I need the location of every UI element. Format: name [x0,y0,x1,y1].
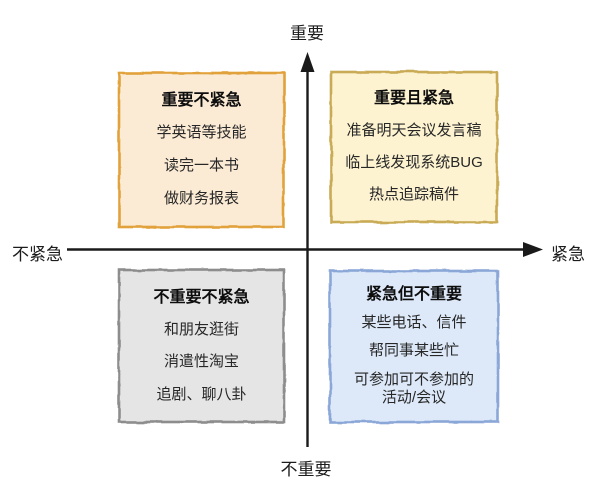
quadrant-item: 和朋友逛街 [163,320,239,338]
quadrant-item: 热点追踪稿件 [368,185,459,203]
quadrant-box-not-important-not-urgent [117,268,286,424]
quadrant-item: 临上线发现系统BUG [345,153,483,171]
quadrant-title: 重要且紧急 [373,90,454,108]
quadrant-title: 重要不紧急 [161,92,242,110]
axis-label-not-important: 不重要 [280,460,332,479]
quadrant-item: 消遣性淘宝 [163,353,239,371]
quadrant-item: 准备明天会议发言稿 [346,121,482,139]
quadrant-item: 做财务报表 [163,190,239,208]
quadrant-item: 帮同事某些忙 [368,342,459,360]
axis-label-urgent: 紧急 [551,245,585,264]
quadrant-important-and-urgent: 重要且紧急 准备明天会议发言稿 临上线发现系统BUG 热点追踪稿件 [331,72,497,222]
quadrant-box-urgent-but-not-important [328,269,500,424]
quadrant-item: 追剧、聊八卦 [156,385,247,403]
quadrant-important-not-urgent: 重要不紧急 学英语等技能 读完一本书 做财务报表 [119,73,284,227]
quadrant-item: 可参加可不参加的 活动/会议 [353,370,474,407]
quadrant-item: 读完一本书 [163,157,239,175]
quadrant-title: 紧急但不重要 [365,285,462,303]
quadrant-not-important-not-urgent: 不重要不紧急 和朋友逛街 消遣性淘宝 追剧、聊八卦 [119,270,284,422]
quadrant-box-important-not-urgent [117,71,286,229]
quadrant-urgent-but-not-important: 紧急但不重要 某些电话、信件 帮同事某些忙 可参加可不参加的 活动/会议 [330,271,498,422]
x-axis-arrowhead-icon [523,242,543,257]
axis-label-important: 重要 [290,24,324,43]
quadrant-item: 某些电话、信件 [361,313,467,331]
y-axis-arrowhead-icon [300,52,315,72]
quadrant-box-important-and-urgent [329,70,499,224]
axis-label-not-urgent: 不紧急 [12,245,63,264]
quadrant-title: 不重要不紧急 [153,288,250,306]
quadrant-item: 学英语等技能 [156,124,247,142]
